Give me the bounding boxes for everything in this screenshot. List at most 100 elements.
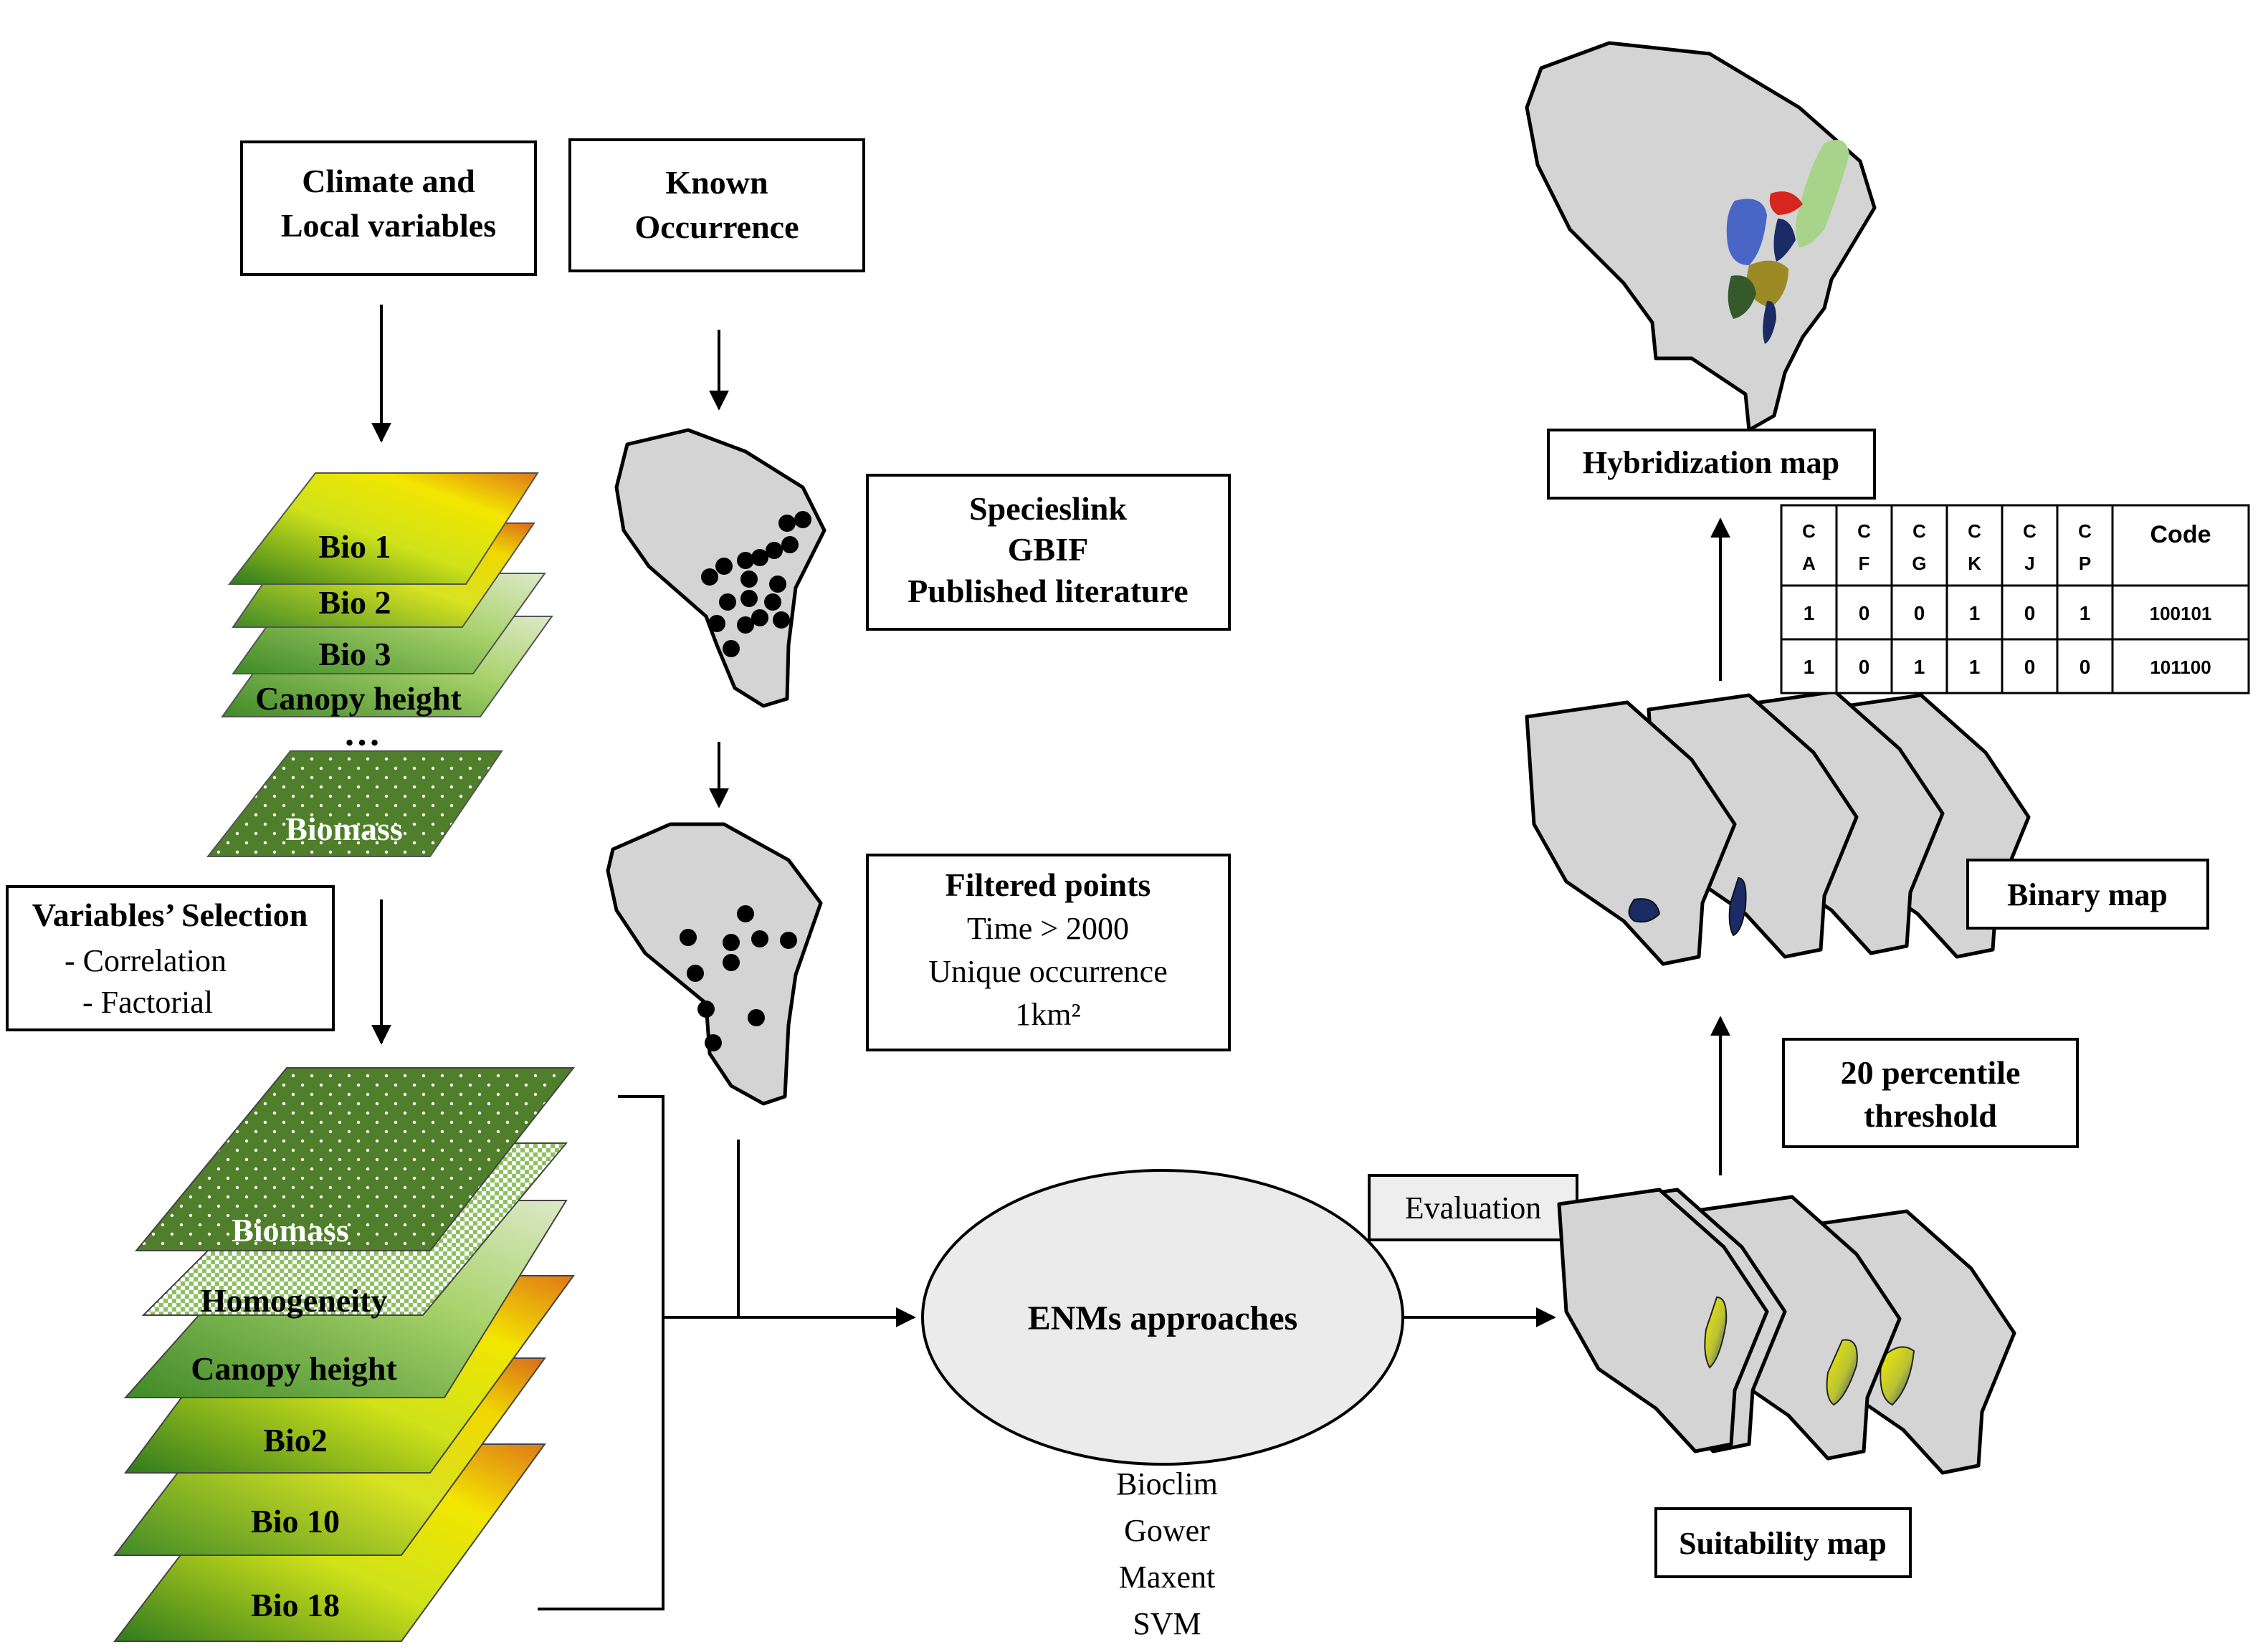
table-header-letter: G <box>1912 553 1926 574</box>
hybrid-zone-red <box>1769 191 1803 215</box>
layer-bio1 <box>227 472 539 585</box>
table-cell <box>1780 638 1838 694</box>
table-code-value: 100101 <box>2150 603 2212 624</box>
table-header-letter: P <box>2079 553 2091 574</box>
table-header-code: Code <box>2150 521 2211 548</box>
binary-label-box: Binary map <box>1966 859 2209 930</box>
layer-label-bio1: Bio 1 <box>319 528 391 565</box>
bracket-layers <box>538 1095 664 1610</box>
variables-selection-box: Variables’ Selection - Correlation - Fac… <box>6 885 335 1031</box>
table-cell <box>1890 638 1948 694</box>
threshold-line1: 20 percentile <box>1841 1054 2021 1091</box>
layer-label-bio3: Bio 3 <box>319 636 391 672</box>
enm-approaches-node: ENMs approaches <box>921 1169 1404 1466</box>
hybrid-zone-light-green <box>1796 140 1849 247</box>
binary-maps <box>1527 692 2029 964</box>
hybrid-zone-olive <box>1745 260 1788 308</box>
threshold-box: 20 percentile threshold <box>1782 1038 2079 1148</box>
table-cell <box>1835 638 1893 694</box>
occurrence-title-line2: Occurrence <box>634 209 799 245</box>
layer-label-biomass-top: Biomass <box>285 811 403 847</box>
table-header-cell <box>2056 504 2114 587</box>
occurrence-title-line1: Known <box>665 164 768 201</box>
table-header-letter: C <box>1802 520 1816 542</box>
table-cell-value: 0 <box>1859 602 1870 624</box>
table-cell-value: 0 <box>1914 602 1925 624</box>
table-cell <box>2001 638 2059 694</box>
table-cell <box>2056 584 2114 641</box>
climate-title-line2: Local variables <box>281 207 496 244</box>
table-header-letter: C <box>1857 520 1871 542</box>
selected-layer-stack: Biomass Homogeneity Canopy height Bio2 B… <box>113 1067 576 1642</box>
hybrid-zone-dark-green <box>1728 275 1756 319</box>
method-gower: Gower <box>1124 1513 1210 1548</box>
layer-label-homogeneity: Homogeneity <box>201 1282 388 1319</box>
table-cell <box>1835 584 1893 641</box>
layer-label-canopy-height: Canopy height <box>255 680 462 717</box>
layer-ellipsis: … <box>343 713 381 754</box>
layer-label-bio10: Bio 10 <box>251 1503 340 1539</box>
table-cell-value: 1 <box>2080 602 2091 624</box>
table-cell-value: 0 <box>1859 656 1870 678</box>
table-header-letter: A <box>1802 553 1816 574</box>
table-cell <box>1945 584 2004 641</box>
suitability-maps <box>1559 1190 2014 1473</box>
hybridization-map <box>1525 41 1877 432</box>
table-cell-value: 0 <box>2024 656 2036 678</box>
layer-label-canopy-height-selected: Canopy height <box>191 1350 397 1387</box>
layer-label-bio18: Bio 18 <box>251 1587 340 1623</box>
layer-biomass-selected <box>134 1067 576 1251</box>
filter-box: Filtered points Time > 2000 Unique occur… <box>866 854 1231 1051</box>
suitability-label-box: Suitability map <box>1654 1507 1912 1578</box>
suitability-label: Suitability map <box>1679 1526 1887 1561</box>
filter-line-resolution: 1km² <box>1015 997 1080 1032</box>
table-header-letter: K <box>1968 553 1981 574</box>
enm-label: ENMs approaches <box>1028 1299 1297 1337</box>
table-cell-value: 1 <box>1969 602 1981 624</box>
filter-title: Filtered points <box>945 866 1151 903</box>
table-cell-value: 0 <box>2024 602 2036 624</box>
table-cell-value: 1 <box>1804 656 1815 678</box>
table-header-letter: F <box>1859 553 1870 574</box>
table-cell-value: 0 <box>2080 656 2091 678</box>
climate-variables-box: Climate and Local variables <box>240 140 537 276</box>
layer-label-biomass-selected: Biomass <box>232 1212 349 1248</box>
climate-layer-stack: Bio 1 Bio 2 Bio 3 Canopy height … Biomas… <box>206 472 553 857</box>
method-bioclim: Bioclim <box>1116 1466 1218 1501</box>
hybrid-zone-navy-lower <box>1763 300 1776 344</box>
binary-label: Binary map <box>2007 877 2168 912</box>
climate-title-line1: Climate and <box>302 163 475 199</box>
threshold-line2: threshold <box>1864 1097 1997 1134</box>
source-specieslink: Specieslink <box>969 490 1127 527</box>
hybrid-zone-blue <box>1726 199 1767 265</box>
table-header-letter: C <box>1968 520 1981 542</box>
method-svm: SVM <box>1133 1606 1201 1641</box>
evaluation-label: Evaluation <box>1405 1190 1542 1226</box>
table-header-letter: C <box>2078 520 2092 542</box>
source-literature: Published literature <box>908 573 1188 609</box>
table-header-letter: J <box>2024 553 2034 574</box>
layer-biomass-top <box>206 750 503 857</box>
table-header-letter: C <box>2023 520 2037 542</box>
table-header-cell <box>1890 504 1948 587</box>
enm-methods-list: Bioclim Gower Maxent SVM <box>1116 1466 1218 1641</box>
selection-item-correlation: - Correlation <box>65 943 227 978</box>
table-cell-value: 1 <box>1804 602 1815 624</box>
hybridization-label-box: Hybridization map <box>1547 429 1876 500</box>
table-cell-value: 1 <box>1914 656 1925 678</box>
hybridization-label: Hybridization map <box>1583 445 1839 480</box>
table-header-cell <box>2001 504 2059 587</box>
table-code-cell <box>2111 638 2250 694</box>
filtered-points-map <box>606 822 823 1106</box>
filter-line-time: Time > 2000 <box>967 911 1129 946</box>
table-header-letter: C <box>1912 520 1926 542</box>
table-cell-value: 1 <box>1969 656 1981 678</box>
evaluation-box: Evaluation <box>1368 1174 1578 1241</box>
source-gbif: GBIF <box>1008 531 1088 568</box>
filter-line-unique: Unique occurrence <box>928 954 1167 989</box>
table-header-code-cell <box>2111 504 2250 587</box>
occurrence-map <box>614 428 826 708</box>
table-code-value: 101100 <box>2150 656 2211 678</box>
